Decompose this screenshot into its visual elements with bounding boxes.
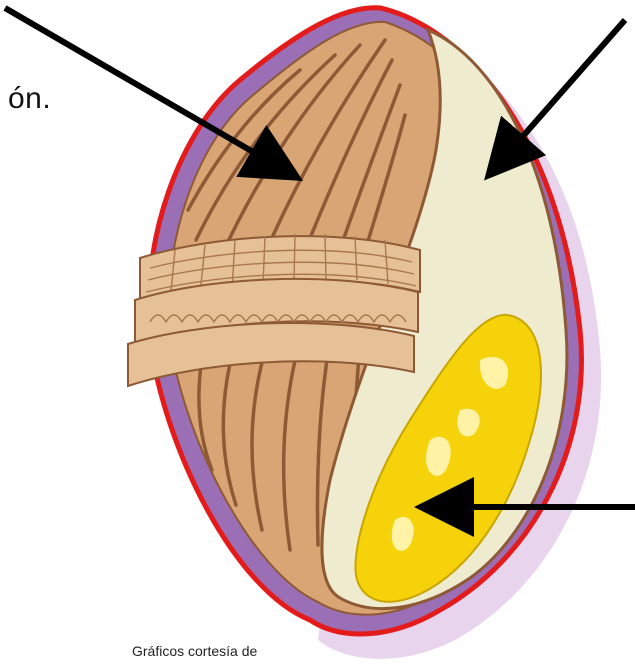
arrow-endosperm — [488, 20, 625, 176]
credit-text: Gráficos cortesía de — [132, 643, 257, 659]
label-fragment: ón. — [8, 82, 51, 116]
